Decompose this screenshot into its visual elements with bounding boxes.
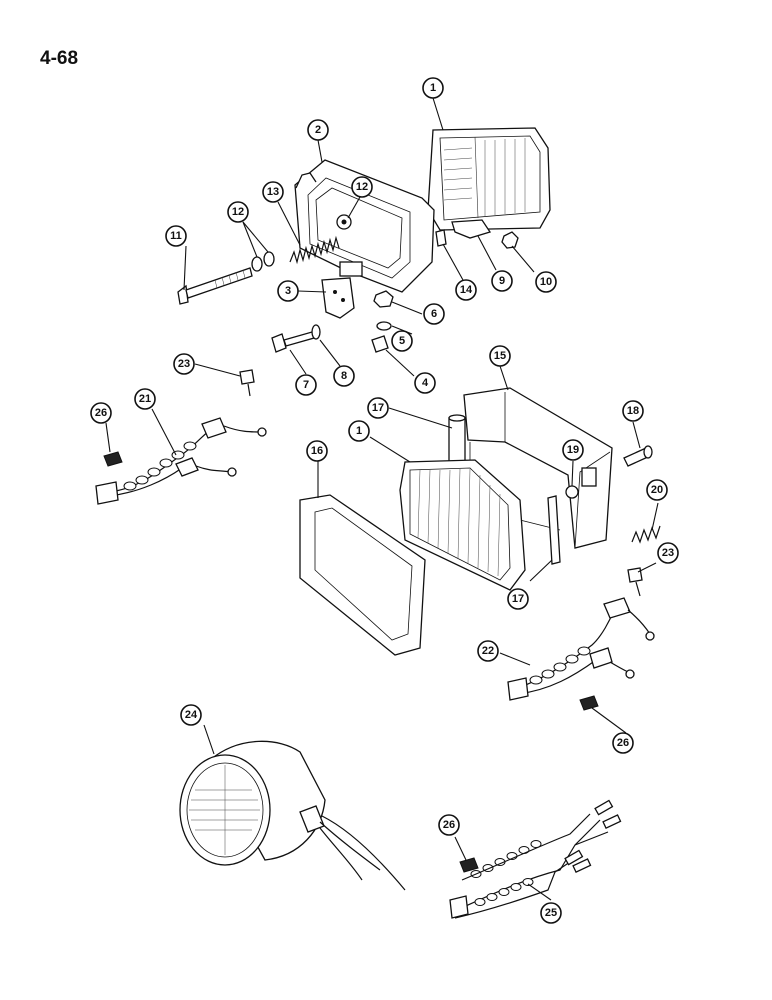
callout-16: 16	[306, 440, 328, 462]
svg-text:17: 17	[512, 593, 524, 605]
callout-6: 6	[423, 303, 445, 325]
svg-text:3: 3	[285, 285, 291, 297]
svg-text:17: 17	[372, 402, 384, 414]
callout-12-right: 12	[351, 176, 373, 198]
callout-5: 5	[391, 330, 413, 352]
callout-26-right: 26	[612, 732, 634, 754]
callout-10: 10	[535, 271, 557, 293]
nut-19	[565, 485, 579, 499]
callout-23-left: 23	[173, 353, 195, 375]
svg-text:23: 23	[178, 358, 190, 370]
lamp-insert-top	[427, 127, 551, 231]
callout-3: 3	[277, 280, 299, 302]
callout-17-upper: 17	[367, 397, 389, 419]
callout-17-lower: 17	[507, 588, 529, 610]
wiring-harness-25	[449, 799, 622, 919]
svg-text:11: 11	[170, 230, 182, 242]
callout-12-left: 12	[227, 201, 249, 223]
bezel-frame	[299, 494, 426, 656]
svg-text:26: 26	[95, 407, 107, 419]
clip-26-right	[579, 695, 599, 711]
callout-20: 20	[646, 479, 668, 501]
round-work-lamp	[179, 740, 406, 891]
svg-text:25: 25	[545, 907, 557, 919]
screw-23-left	[239, 369, 255, 397]
washer-8	[311, 324, 321, 340]
svg-text:4: 4	[422, 377, 429, 389]
callout-26-bottom: 26	[438, 814, 460, 836]
callout-23-right: 23	[657, 542, 679, 564]
screw-18	[623, 445, 653, 467]
lamp-housing-top	[294, 159, 435, 293]
svg-text:20: 20	[651, 484, 663, 496]
callout-15: 15	[489, 345, 511, 367]
spacer-17-lower	[547, 495, 561, 565]
callout-22: 22	[477, 640, 499, 662]
svg-text:5: 5	[399, 335, 405, 347]
clip-26-left	[103, 451, 123, 467]
callout-25: 25	[540, 902, 562, 924]
svg-text:18: 18	[627, 405, 639, 417]
callout-1-lower: 1	[348, 420, 370, 442]
washers-12	[251, 251, 275, 272]
svg-text:9: 9	[499, 275, 505, 287]
bracket-9	[451, 219, 492, 239]
svg-text:12: 12	[232, 206, 244, 218]
wiring-harness-21	[95, 417, 267, 505]
callout-2: 2	[307, 119, 329, 141]
callout-18: 18	[622, 400, 644, 422]
callout-1-top: 1	[422, 77, 444, 99]
callout-8: 8	[333, 365, 355, 387]
svg-text:12: 12	[356, 181, 368, 193]
bolt-11	[177, 267, 253, 305]
svg-text:19: 19	[567, 444, 579, 456]
leader-lines	[105, 97, 659, 901]
svg-text:23: 23	[662, 547, 674, 559]
clip-26-bottom	[459, 857, 479, 873]
screw-23-right	[627, 567, 643, 597]
svg-text:26: 26	[443, 819, 455, 831]
svg-text:8: 8	[341, 370, 347, 382]
spring-13	[289, 235, 340, 265]
bracket-3	[321, 277, 355, 319]
callout-14: 14	[455, 279, 477, 301]
washer-5	[376, 321, 392, 331]
wiring-harness-22	[507, 597, 655, 701]
svg-text:15: 15	[494, 350, 506, 362]
svg-text:26: 26	[617, 737, 629, 749]
callout-21: 21	[134, 388, 156, 410]
spring-20	[631, 525, 661, 544]
svg-text:6: 6	[431, 308, 437, 320]
callout-26-left: 26	[90, 402, 112, 424]
svg-text:13: 13	[267, 186, 279, 198]
svg-text:2: 2	[315, 124, 321, 136]
nut-10	[501, 231, 519, 249]
callout-13: 13	[262, 181, 284, 203]
bolt-4	[371, 335, 389, 353]
svg-text:1: 1	[356, 425, 362, 437]
svg-text:7: 7	[303, 379, 309, 391]
svg-text:10: 10	[540, 276, 552, 288]
svg-text:24: 24	[185, 709, 198, 721]
page-number: 4-68	[40, 48, 78, 69]
bolt-7	[271, 331, 315, 353]
svg-text:16: 16	[311, 445, 323, 457]
callout-11: 11	[165, 225, 187, 247]
svg-text:22: 22	[482, 645, 494, 657]
nut-6	[373, 290, 394, 308]
clip-14	[435, 229, 447, 247]
svg-text:14: 14	[460, 284, 473, 296]
svg-text:21: 21	[139, 393, 151, 405]
svg-text:1: 1	[430, 82, 436, 94]
lamp-insert-lower	[399, 459, 526, 591]
callout-4: 4	[414, 372, 436, 394]
callout-9: 9	[491, 270, 513, 292]
callout-19: 19	[562, 439, 584, 461]
callout-7: 7	[295, 374, 317, 396]
callout-24: 24	[180, 704, 202, 726]
